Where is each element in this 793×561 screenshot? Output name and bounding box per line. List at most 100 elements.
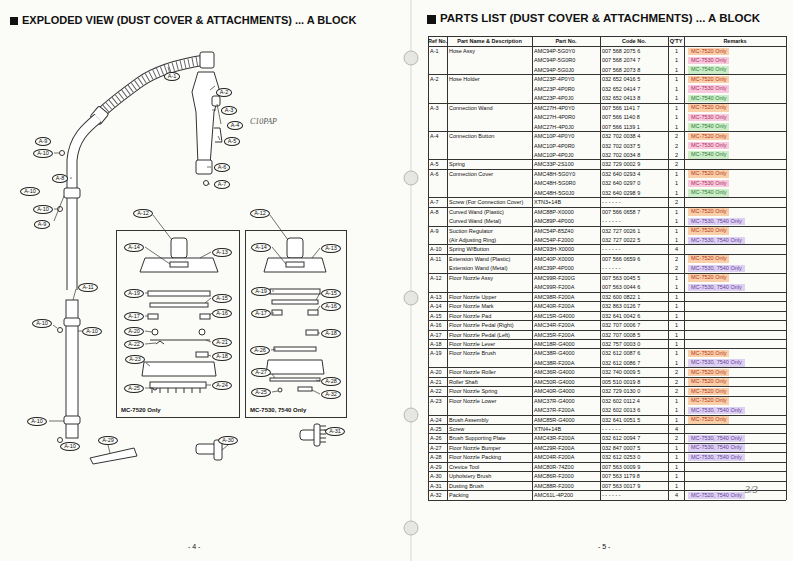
code-number: 032 612 0094 7 <box>602 434 640 442</box>
leader-line <box>54 196 64 221</box>
part-number: AMC23P-4P0J0 <box>534 94 573 102</box>
binding-holes <box>404 51 418 535</box>
curved-wand <box>72 118 98 290</box>
part-number: AMC10P-4P0Y0 <box>534 132 574 140</box>
spring <box>214 128 222 142</box>
pedal-right <box>308 310 318 315</box>
handwritten-note: C10PAP <box>250 117 277 127</box>
nozzle-neck <box>287 238 303 258</box>
code-number: 032 727 0022 5 <box>602 236 640 244</box>
nozzle-mark <box>170 262 188 267</box>
part-name: Roller Shaft <box>449 378 478 386</box>
heading-marker <box>10 17 18 25</box>
part-name: Floor Nozzle Roller <box>449 368 496 376</box>
wand-joint <box>64 318 80 326</box>
quantity: 2 <box>670 264 683 272</box>
box-caption: MC-7530, 7540 Only <box>250 406 306 414</box>
part-number: AMC98R-F200A <box>534 293 574 301</box>
group-rule <box>428 273 786 274</box>
remark: MC-7520 Only <box>688 227 729 234</box>
remark: MC-7530, 7540 Only <box>688 435 745 442</box>
ref-number: A-24 <box>430 416 442 424</box>
floor-nozzle-7530 <box>264 238 326 392</box>
remark: MC-7530, 7540 Only <box>688 444 745 451</box>
leader-line <box>153 215 172 240</box>
pedal-right <box>200 314 210 319</box>
code-number: 032 702 0037 5 <box>602 142 640 150</box>
box-caption: MC-7520 Only <box>121 406 161 414</box>
group-rule <box>428 292 786 293</box>
quantity: 1 <box>670 208 683 216</box>
table-rule <box>786 36 787 500</box>
leader-line <box>210 86 215 90</box>
quantity: 2 <box>670 387 683 395</box>
part-name: Floor Nozzle Pad <box>449 312 491 320</box>
group-rule <box>428 320 786 321</box>
callout-number: A-7 <box>214 180 231 189</box>
callout-number: A-31 <box>325 427 345 436</box>
quantity: 2 <box>670 160 683 168</box>
callout-number: A-12 <box>250 209 270 218</box>
remark: MC-7520 Only <box>688 350 729 357</box>
remark: MC-7520 Only <box>688 255 729 262</box>
leader-line <box>206 385 211 386</box>
callout-number: A-10 <box>60 442 80 451</box>
pedal-left <box>148 314 158 319</box>
ref-number: A-25 <box>430 425 442 433</box>
quantity: 1 <box>670 406 683 414</box>
ref-number: A-31 <box>430 482 442 490</box>
quantity: 1 <box>670 75 683 83</box>
heading-marker <box>427 15 436 24</box>
quantity: 4 <box>670 245 683 253</box>
part-name: Suction Regulator <box>449 227 493 235</box>
callout-number: A-17 <box>251 309 271 318</box>
ref-number: A-28 <box>430 453 442 461</box>
callout-number: A-16 <box>212 309 232 318</box>
remark: MC-7520 Only <box>688 133 729 140</box>
ref-number: A-5 <box>430 160 439 168</box>
code-number: 032 652 0414 7 <box>602 85 640 93</box>
spring-button <box>60 151 65 156</box>
remark: MC-7520 Only <box>688 274 729 281</box>
code-number: 032 640 0297 0 <box>602 179 640 187</box>
remark: MC-7530, 7540 Only <box>688 407 745 414</box>
table-rule <box>428 46 786 47</box>
spring-button <box>58 438 63 443</box>
part-name: Floor Nozzle Spring <box>449 387 497 395</box>
ref-number: A-14 <box>430 302 442 310</box>
callout-number: A-29 <box>98 436 118 445</box>
group-rule <box>428 481 786 482</box>
table-rule <box>668 36 669 500</box>
leader-line <box>205 298 211 303</box>
callout-number: A-28 <box>321 377 341 386</box>
quantity: 1 <box>670 283 683 291</box>
part-name: Hose Holder <box>449 75 480 83</box>
spring-button <box>58 328 63 333</box>
code-number: 007 568 2074 7 <box>602 56 640 64</box>
leader-line <box>200 252 211 258</box>
quantity: 2 <box>670 255 683 263</box>
callout-number: A-20 <box>124 327 144 336</box>
part-number: AMC36R-G4000 <box>534 368 575 376</box>
leader-line <box>272 247 286 264</box>
page-fold <box>411 0 412 561</box>
part-number: AMC80R-74Z00 <box>534 463 574 471</box>
ref-number: A-3 <box>430 104 439 112</box>
quantity: 1 <box>670 472 683 480</box>
part-number: AMC23P-4P0Y0 <box>534 75 574 83</box>
crevice-tool <box>90 448 137 464</box>
callout-number: A-13 <box>212 248 232 257</box>
quantity: 1 <box>670 227 683 235</box>
ref-number: A-32 <box>430 491 442 499</box>
quantity: 2 <box>670 151 683 159</box>
quantity: 1 <box>670 293 683 301</box>
brush-plate <box>274 347 316 351</box>
binding-hole <box>404 521 418 535</box>
part-number: AMC40R-F200A <box>534 302 574 310</box>
remark: MC-7530, 7540 Only <box>688 265 745 272</box>
quantity: 1 <box>670 123 683 131</box>
remark: MC-7530 Only <box>688 180 729 187</box>
quantity: 1 <box>670 94 683 102</box>
code-number: - - - - - - <box>602 198 621 206</box>
group-rule <box>428 330 786 331</box>
